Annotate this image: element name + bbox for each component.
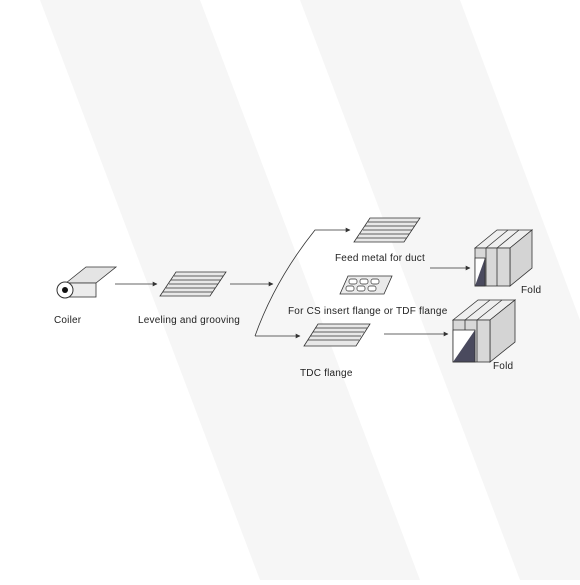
flow-arrows [115,227,471,339]
coiler-icon [56,266,118,299]
fold-top-label: Fold [521,285,542,296]
feed-metal-label: Feed metal for duct [335,253,425,264]
cs-insert-label: For CS insert flange or TDF flange [288,306,448,317]
fold-bottom-label: Fold [493,361,514,372]
cs-insert-flange-icon [339,275,393,295]
tdc-flange-label: TDC flange [300,368,353,379]
leveling-label: Leveling and grooving [138,315,241,326]
leveling-sheet-icon [159,271,227,297]
coiler-label: Coiler [54,315,82,326]
tdc-flange-sheet-icon [303,323,371,347]
fold-duct-top-icon [473,229,534,287]
fold-duct-bottom-icon [451,299,517,363]
feed-metal-sheet-icon [353,217,421,243]
background-watermark [40,0,580,580]
